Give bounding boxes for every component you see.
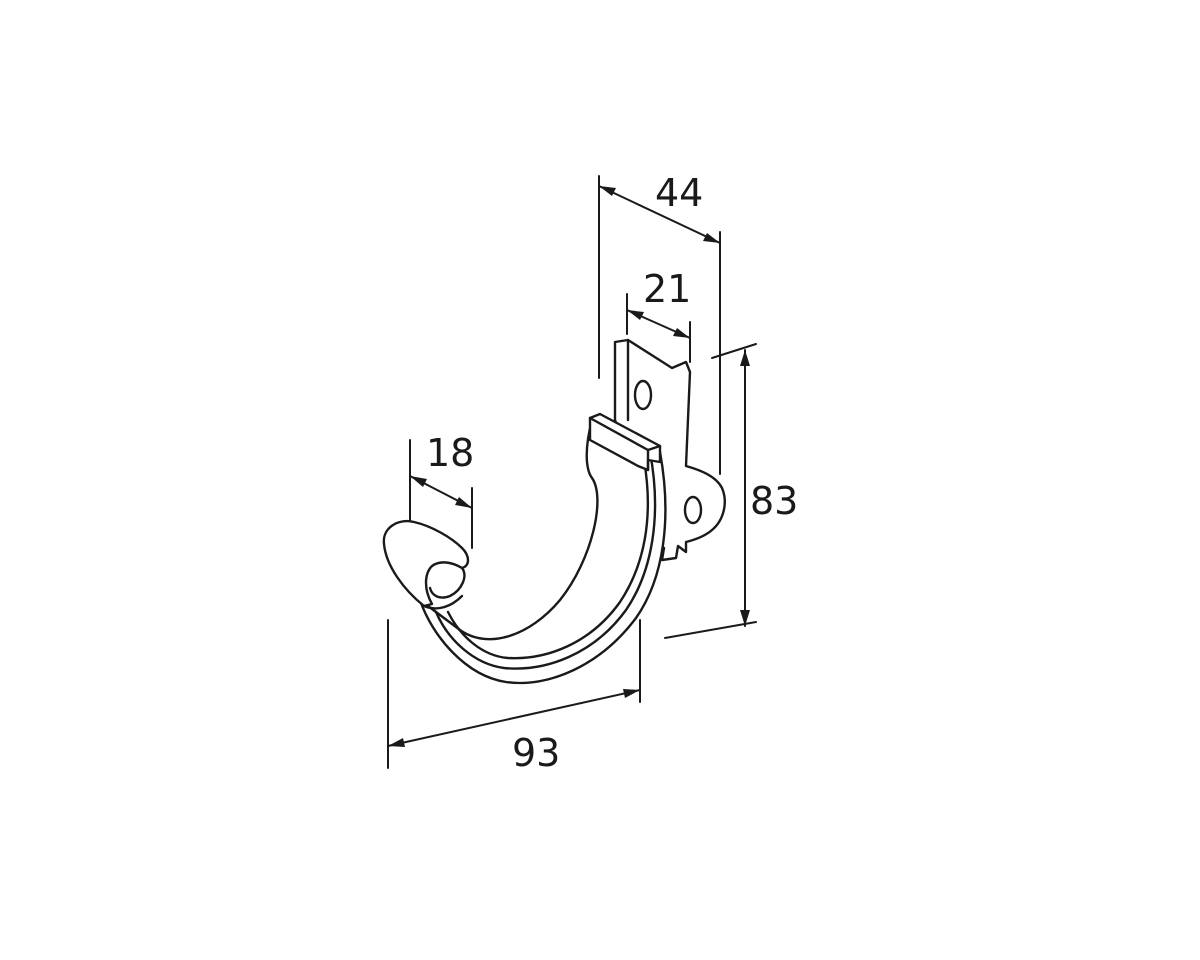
dimension-83: 83	[664, 343, 798, 639]
extension-line-83-top	[711, 343, 757, 359]
dimension-label-18: 18	[426, 431, 474, 475]
dimension-label-21: 21	[643, 267, 691, 311]
strap-channel-inner	[446, 458, 650, 660]
dimension-21: 21	[626, 267, 691, 363]
arrow-18-right	[455, 497, 472, 508]
arrow-93-left	[388, 738, 405, 747]
lower-fixing-hole	[683, 495, 703, 525]
dimension-93: 93	[387, 619, 641, 775]
extension-line-83-bottom	[664, 621, 757, 639]
arrow-44-left	[599, 186, 616, 196]
arrow-83-top	[740, 350, 750, 366]
gutter-bracket	[382, 338, 726, 685]
curved-strap	[418, 418, 667, 685]
dimension-label-93: 93	[512, 731, 560, 775]
arrow-21-right	[673, 328, 690, 338]
front-bead-rim	[422, 594, 464, 610]
front-bead-curl	[428, 566, 466, 599]
top-clip-edge	[588, 416, 662, 472]
upper-fixing-hole	[633, 379, 653, 411]
dimension-label-83: 83	[750, 479, 798, 523]
dimension-18: 18	[409, 431, 474, 549]
strap-channel	[434, 450, 657, 670]
dimension-line-44	[598, 185, 721, 244]
arrow-18-left	[410, 476, 427, 487]
arrow-21-left	[627, 310, 644, 320]
dimension-line-93	[387, 689, 641, 747]
dimension-44: 44	[598, 171, 721, 475]
arrow-44-right	[703, 233, 720, 243]
arrow-93-right	[623, 689, 640, 698]
dimension-label-44: 44	[655, 171, 703, 215]
arrow-83-bottom	[740, 610, 750, 626]
